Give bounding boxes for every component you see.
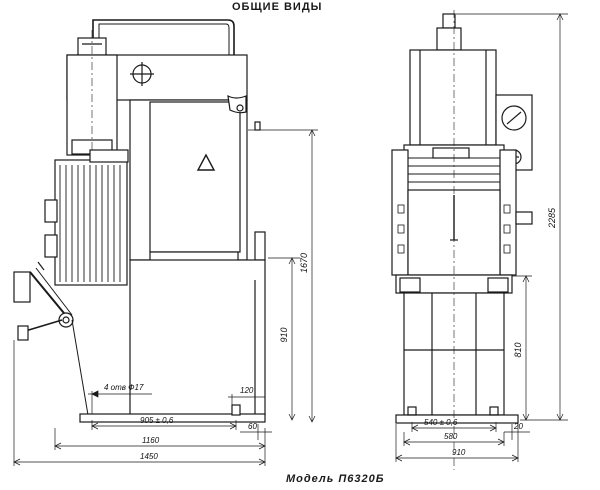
column <box>129 259 266 416</box>
side-right-guide <box>499 149 517 276</box>
dim-60-label: 60 <box>248 422 257 431</box>
side-head <box>409 49 497 146</box>
dim-1450-label: 1450 <box>140 452 158 461</box>
dim-540 <box>411 422 497 432</box>
side-gauge-icon <box>501 105 527 131</box>
motor-block <box>54 159 128 286</box>
dim-540-label: 540 ± 0,6 <box>424 418 458 427</box>
dim-120-label: 120 <box>240 386 254 395</box>
side-cylinder-cap <box>442 13 456 29</box>
side-bracket <box>227 94 247 114</box>
dim-2285-label: 2285 <box>547 207 557 229</box>
dim-holes <box>88 390 152 414</box>
dim-1670 <box>248 129 318 423</box>
guard-panel <box>149 101 241 253</box>
pedal-lever <box>13 261 89 416</box>
dim-905-label: 905 ± 0,6 <box>140 416 174 425</box>
dim-810-label: 810 <box>513 342 523 357</box>
dim-1670-label: 1670 <box>299 253 309 273</box>
model-caption: Модель П6320Б <box>286 473 385 485</box>
dim-910-side <box>395 424 519 462</box>
dim-1160-label: 1160 <box>142 436 160 445</box>
dim-1450 <box>13 340 266 466</box>
dim-20 <box>504 424 530 440</box>
side-left-guide <box>391 149 409 276</box>
dim-2285 <box>456 13 568 421</box>
side-view: 2285 810 540 ± 0,6 20 580 <box>391 10 568 470</box>
motor-fins <box>59 165 121 282</box>
dim-810 <box>512 275 532 421</box>
warning-triangle-icon <box>196 153 216 171</box>
front-view: 910 1670 120 4 отв Ф17 905 ± 0,6 <box>13 19 318 466</box>
dim-910-side-label: 910 <box>452 448 466 457</box>
hydraulic-pipe <box>92 19 235 55</box>
dim-580 <box>403 432 505 446</box>
base-plate <box>79 413 266 423</box>
dim-910-front <box>268 257 300 421</box>
side-base <box>395 414 519 424</box>
dim-120 <box>228 394 265 406</box>
dim-910-label: 910 <box>279 327 289 342</box>
dim-holes-label: 4 отв Ф17 <box>104 383 144 392</box>
dim-1160 <box>54 428 266 450</box>
drawing-title: ОБЩИЕ ВИДЫ <box>232 1 323 13</box>
dim-905 <box>91 420 237 430</box>
dim-580-label: 580 <box>444 432 458 441</box>
dim-60 <box>240 424 272 440</box>
